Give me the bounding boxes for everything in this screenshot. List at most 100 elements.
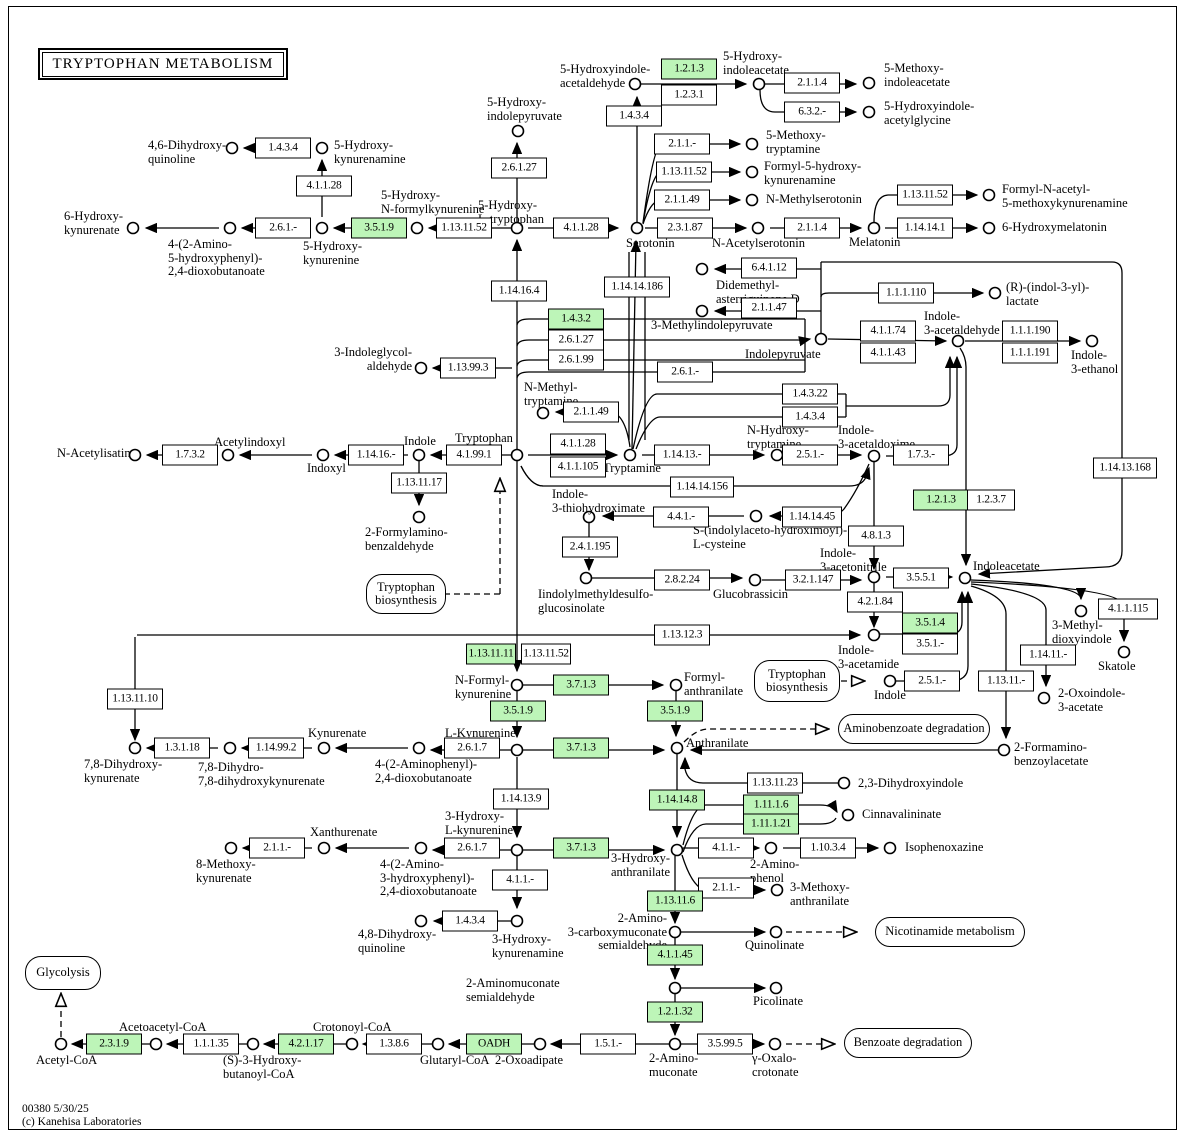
enzyme-box-2-1-1--[interactable]: 2.1.1.- bbox=[654, 133, 710, 155]
enzyme-box-1-14-14-186[interactable]: 1.14.14.186 bbox=[604, 276, 670, 298]
compound-8-methoxykynurenate[interactable] bbox=[224, 841, 238, 855]
compound-5-hydroxyindoleacetate[interactable] bbox=[752, 77, 766, 91]
compound-7-8-dihydro-7-8-dihydroxykynurenate[interactable] bbox=[223, 741, 237, 755]
compound-indole-3-ethanol[interactable] bbox=[1085, 334, 1099, 348]
compound-isophenoxazine[interactable] bbox=[883, 841, 897, 855]
pathway-link-aminobenzoate-degradation[interactable]: Aminobenzoate degradation bbox=[838, 714, 990, 744]
enzyme-box-1-14-13--[interactable]: 1.14.13.- bbox=[654, 444, 710, 466]
enzyme-box-1-1-1-110[interactable]: 1.1.1.110 bbox=[878, 282, 934, 304]
enzyme-box-4-1-1-28[interactable]: 4.1.1.28 bbox=[296, 175, 352, 197]
enzyme-box-3-2-1-147[interactable]: 3.2.1.147 bbox=[785, 569, 841, 591]
enzyme-box-1-2-3-7[interactable]: 1.2.3.7 bbox=[967, 489, 1015, 511]
enzyme-box-1-11-1-21[interactable]: 1.11.1.21 bbox=[743, 813, 799, 835]
compound-2-formylaminobenzaldehyde[interactable] bbox=[412, 510, 426, 524]
enzyme-box-OADH[interactable]: OADH bbox=[466, 1033, 522, 1055]
enzyme-box-4-1-1--[interactable]: 4.1.1.- bbox=[698, 837, 754, 859]
compound-skatole[interactable] bbox=[1117, 645, 1131, 659]
compound-6-hydroxymelatonin[interactable] bbox=[982, 221, 996, 235]
compound-acetyl-coa[interactable] bbox=[54, 1037, 68, 1051]
enzyme-box-2-1-1-49[interactable]: 2.1.1.49 bbox=[654, 189, 710, 211]
compound-5-hydroxy-l-tryptophan[interactable] bbox=[510, 221, 524, 235]
compound-2-aminophenol[interactable] bbox=[764, 841, 778, 855]
enzyme-box-4-1-1-43[interactable]: 4.1.1.43 bbox=[860, 342, 916, 364]
enzyme-box-4-1-1-45[interactable]: 4.1.1.45 bbox=[647, 944, 703, 966]
enzyme-box-1-4-3-4[interactable]: 1.4.3.4 bbox=[255, 137, 311, 159]
enzyme-box-4-4-1--[interactable]: 4.4.1.- bbox=[653, 506, 709, 528]
enzyme-box-2-1-1--[interactable]: 2.1.1.- bbox=[698, 877, 754, 899]
compound-s-indolylaceto-hydroximoyl-l-cysteine[interactable] bbox=[749, 509, 763, 523]
compound-indoxyl[interactable] bbox=[316, 448, 330, 462]
compound-3-methylindolepyruvate[interactable] bbox=[695, 304, 709, 318]
compound-indole[interactable] bbox=[412, 448, 426, 462]
enzyme-box-1-4-3-22[interactable]: 1.4.3.22 bbox=[782, 383, 838, 405]
compound-kynurenate[interactable] bbox=[317, 741, 331, 755]
enzyme-box-1-14-11--[interactable]: 1.14.11.- bbox=[1020, 644, 1076, 666]
compound-3-hydroxy-l-kynurenine[interactable] bbox=[510, 843, 524, 857]
compound-n-methylserotonin[interactable] bbox=[745, 193, 759, 207]
compound-anthranilate[interactable] bbox=[670, 741, 684, 755]
compound-n-hydroxytryptamine[interactable] bbox=[770, 448, 784, 462]
enzyme-box-1-14-99-2[interactable]: 1.14.99.2 bbox=[248, 737, 304, 759]
compound-5-methoxytryptamine[interactable] bbox=[745, 137, 759, 151]
enzyme-box-1-13-11-23[interactable]: 1.13.11.23 bbox=[747, 772, 803, 794]
enzyme-box-1-14-14-1[interactable]: 1.14.14.1 bbox=[897, 217, 953, 239]
enzyme-box-2-4-1-195[interactable]: 2.4.1.195 bbox=[562, 536, 618, 558]
compound-acetylindoxyl[interactable] bbox=[221, 448, 235, 462]
compound-indoleacetate[interactable] bbox=[958, 571, 972, 585]
enzyme-box-3-5-5-1[interactable]: 3.5.5.1 bbox=[893, 567, 949, 589]
compound-2-aminomuconate[interactable] bbox=[668, 1037, 682, 1051]
compound-glucobrassicin[interactable] bbox=[748, 573, 762, 587]
compound-7-8-dihydroxykynurenate[interactable] bbox=[128, 741, 142, 755]
enzyme-box-1-4-3-4[interactable]: 1.4.3.4 bbox=[606, 105, 662, 127]
enzyme-box-3-7-1-3[interactable]: 3.7.1.3 bbox=[553, 674, 609, 696]
compound-3-hydroxyanthranilate[interactable] bbox=[670, 843, 684, 857]
enzyme-box-1-14-14-8[interactable]: 1.14.14.8 bbox=[649, 789, 705, 811]
compound-glutaryl-coa[interactable] bbox=[431, 1037, 445, 1051]
compound-5-hydroxyindolepyruvate[interactable] bbox=[511, 124, 525, 138]
compound-5-hydroxyindole-acetaldehyde[interactable] bbox=[628, 77, 642, 91]
enzyme-box-4-1-1-28[interactable]: 4.1.1.28 bbox=[550, 433, 606, 455]
enzyme-box-1-13-11-52[interactable]: 1.13.11.52 bbox=[656, 161, 712, 183]
enzyme-box-1-2-1-32[interactable]: 1.2.1.32 bbox=[647, 1001, 703, 1023]
compound-indole-3-acetonitrile[interactable] bbox=[867, 570, 881, 584]
compound-indole-3-acetaldoxime[interactable] bbox=[867, 449, 881, 463]
enzyme-box-1-13-12-3[interactable]: 1.13.12.3 bbox=[654, 624, 710, 646]
enzyme-box-3-5-99-5[interactable]: 3.5.99.5 bbox=[697, 1033, 753, 1055]
compound-3-hydroxykynurenamine[interactable] bbox=[510, 914, 524, 928]
compound-n-methyltryptamine[interactable] bbox=[536, 406, 550, 420]
compound-formyl-n-acetyl-5-methoxykynurenamine[interactable] bbox=[982, 188, 996, 202]
enzyme-box-2-8-2-24[interactable]: 2.8.2.24 bbox=[654, 569, 710, 591]
compound-indole-3-acetaldehyde[interactable] bbox=[951, 334, 965, 348]
enzyme-box-1-13-11-6[interactable]: 1.13.11.6 bbox=[647, 890, 703, 912]
enzyme-box-4-1-1-115[interactable]: 4.1.1.115 bbox=[1098, 598, 1158, 620]
compound-2-oxoindole-3-acetate[interactable] bbox=[1037, 691, 1051, 705]
compound-melatonin[interactable] bbox=[867, 221, 881, 235]
compound-crotonoyl-coa[interactable] bbox=[345, 1037, 359, 1051]
enzyme-box-2-3-1-87[interactable]: 2.3.1.87 bbox=[657, 217, 713, 239]
enzyme-box-3-5-1--[interactable]: 3.5.1.- bbox=[902, 633, 958, 655]
enzyme-box-2-5-1--[interactable]: 2.5.1.- bbox=[782, 444, 838, 466]
enzyme-box-4-1-99-1[interactable]: 4.1.99.1 bbox=[446, 444, 502, 466]
enzyme-box-1-14-14-45[interactable]: 1.14.14.45 bbox=[782, 506, 842, 528]
compound-5-hydroxy-n-formylkynurenine[interactable] bbox=[410, 221, 424, 235]
compound-4-2-amino-3-hydroxyphenyl-2-4-dioxobutanoate[interactable] bbox=[414, 841, 428, 855]
compound-3-methyldioxyindole[interactable] bbox=[1074, 604, 1088, 618]
enzyme-box-3-5-1-9[interactable]: 3.5.1.9 bbox=[490, 700, 546, 722]
compound-indolepyruvate[interactable] bbox=[814, 332, 828, 346]
enzyme-box-1-1-1-35[interactable]: 1.1.1.35 bbox=[183, 1033, 239, 1055]
enzyme-box-3-5-1-4[interactable]: 3.5.1.4 bbox=[902, 612, 958, 634]
compound-n-acetylisatin[interactable] bbox=[128, 448, 142, 462]
enzyme-box-2-1-1-4[interactable]: 2.1.1.4 bbox=[784, 217, 840, 239]
enzyme-box-1-4-3-4[interactable]: 1.4.3.4 bbox=[442, 910, 498, 932]
compound-tryptophan[interactable] bbox=[510, 448, 524, 462]
compound-5-hydroxyindole-acetylglycine[interactable] bbox=[862, 105, 876, 119]
enzyme-box-1-10-3-4[interactable]: 1.10.3.4 bbox=[800, 837, 856, 859]
enzyme-box-3-5-1-9[interactable]: 3.5.1.9 bbox=[647, 700, 703, 722]
compound-4-6-dihydroxyquinoline[interactable] bbox=[225, 141, 239, 155]
enzyme-box-1-5-1--[interactable]: 1.5.1.- bbox=[580, 1033, 636, 1055]
enzyme-box-6-3-2--[interactable]: 6.3.2.- bbox=[784, 101, 840, 123]
compound-2-formaminobenzoylacetate[interactable] bbox=[997, 743, 1011, 757]
compound-3-indoleglycol-aldehyde[interactable] bbox=[414, 361, 428, 375]
